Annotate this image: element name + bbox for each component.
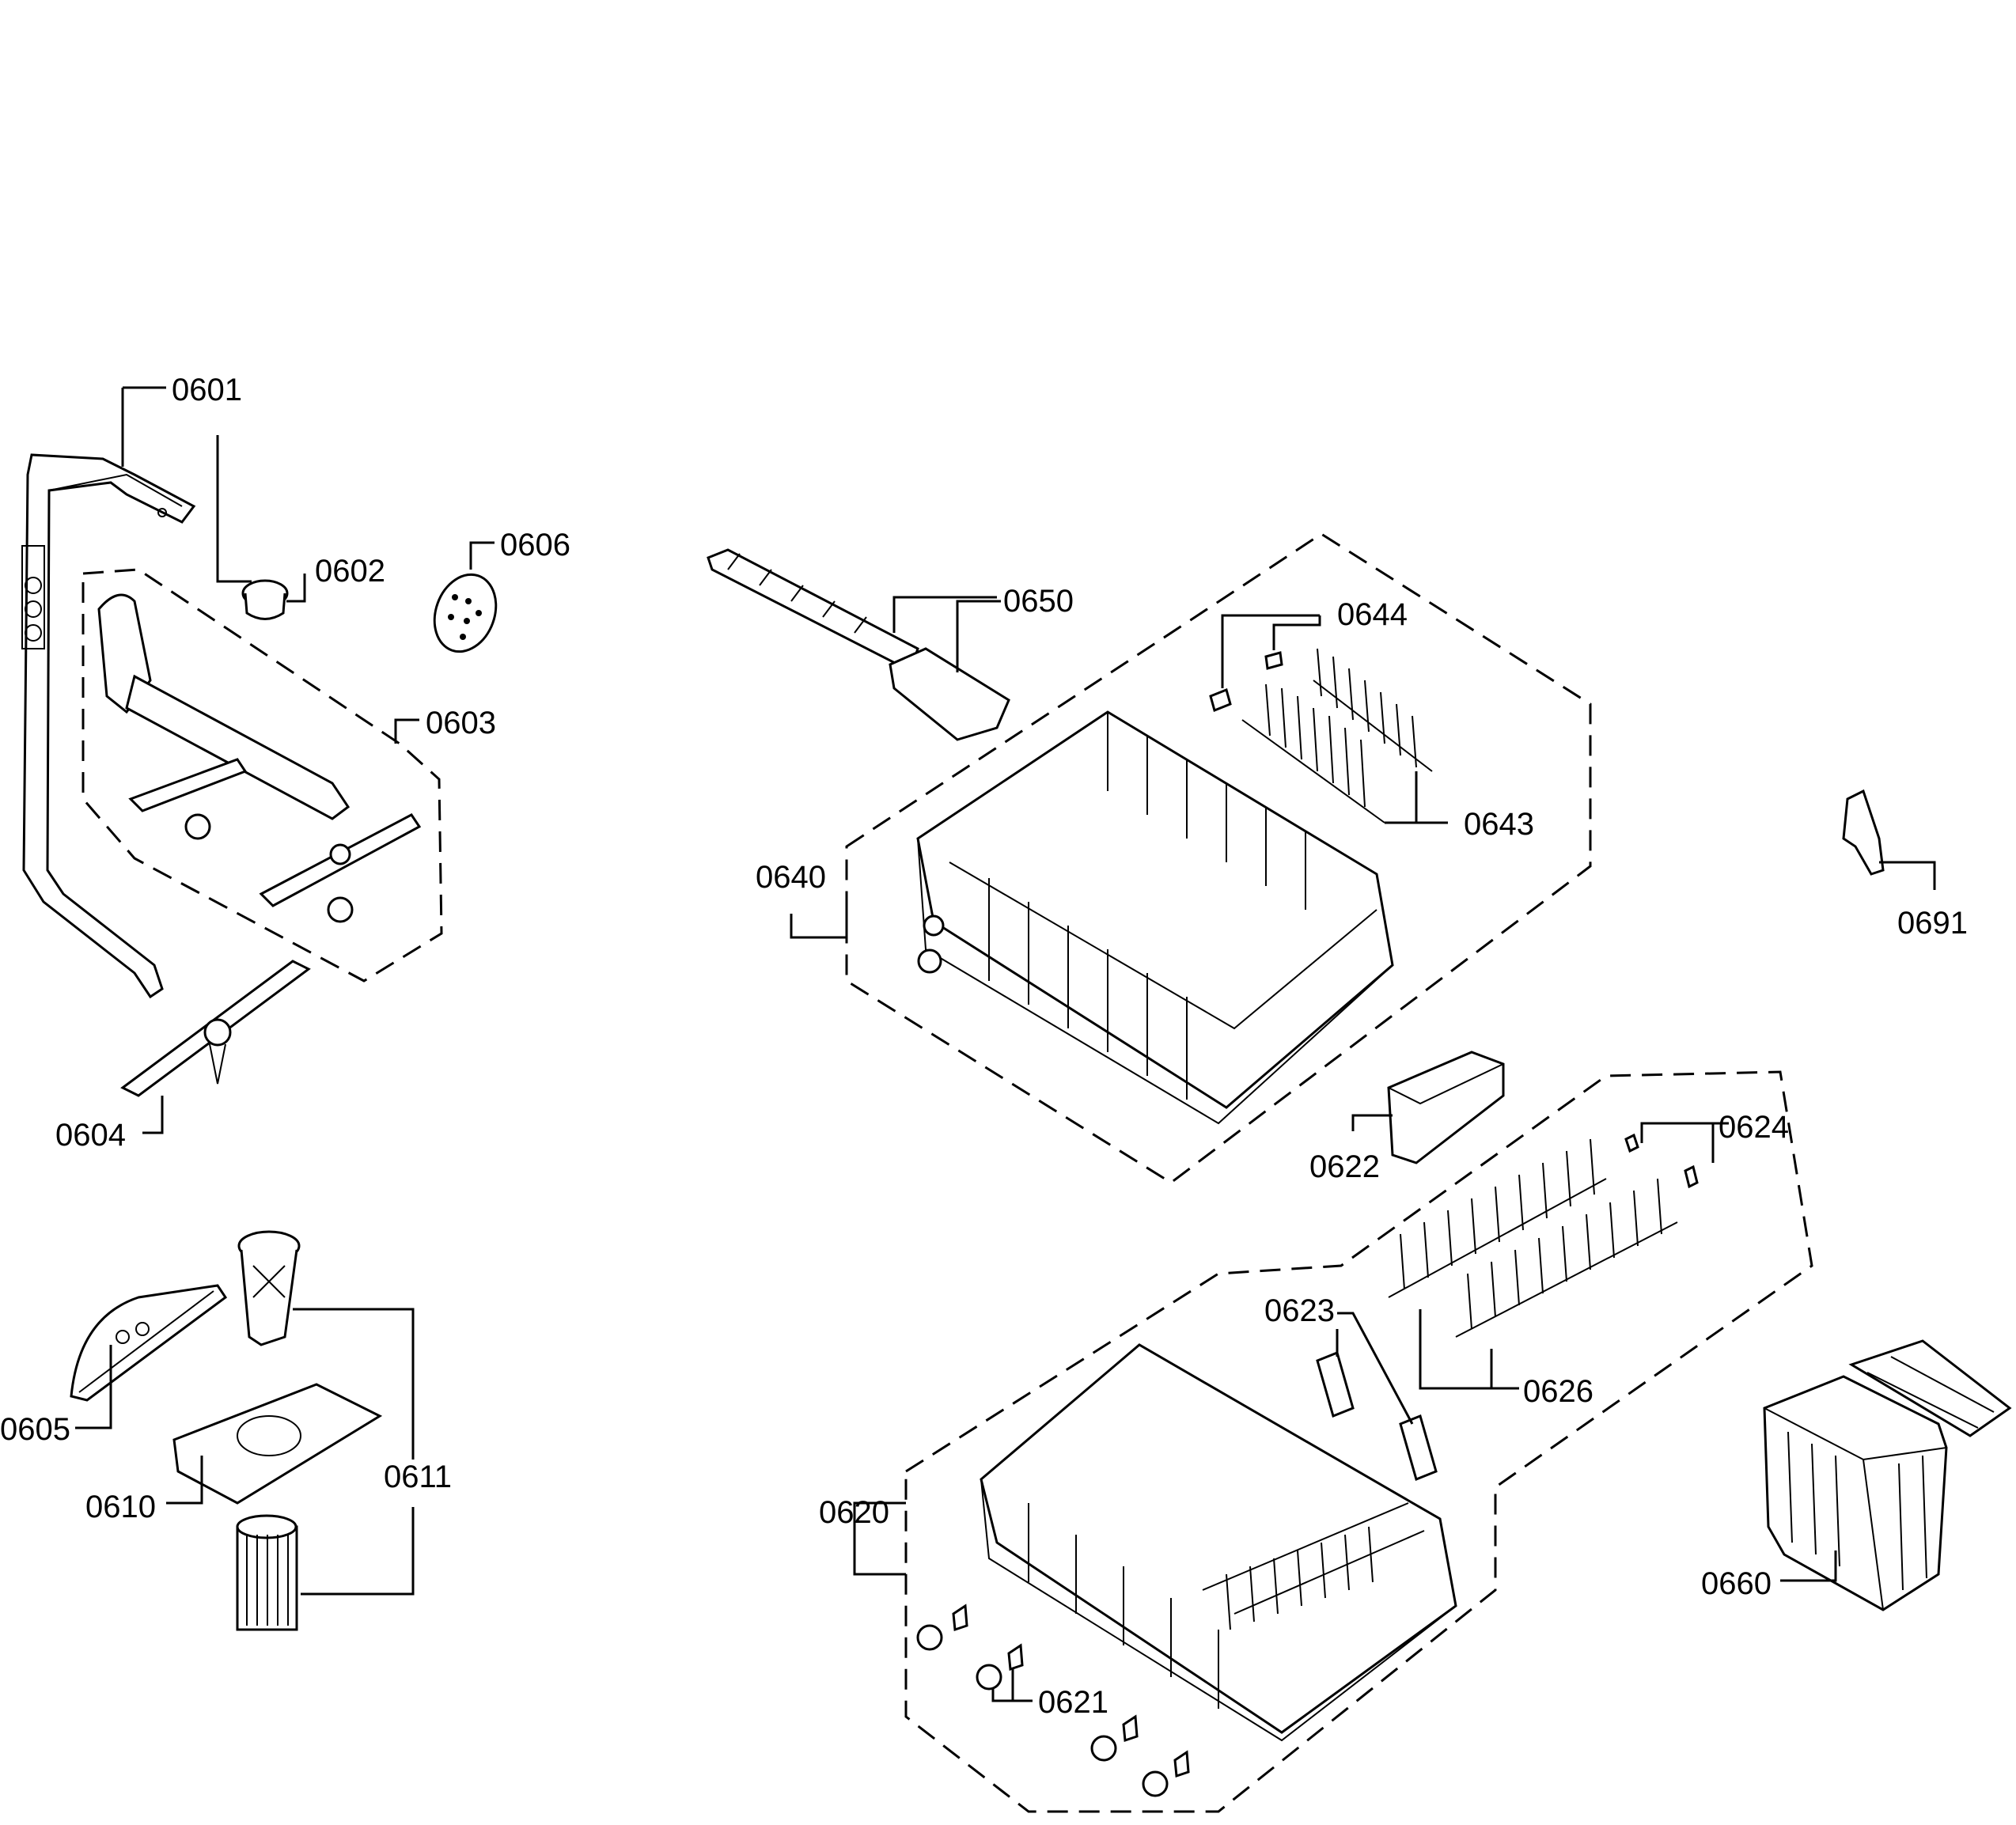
- callout-0623: 0623: [1264, 1293, 1335, 1328]
- leader-0604: [142, 1096, 164, 1134]
- fan-cover-part: [70, 1284, 228, 1402]
- callout-0691: 0691: [1897, 906, 1968, 941]
- leader-0660: [1780, 1550, 1837, 1582]
- callout-0601: 0601: [172, 373, 242, 407]
- callout-0610: 0610: [85, 1490, 156, 1524]
- leader-0650a: [892, 596, 997, 633]
- leader-0644b: [1272, 615, 1321, 650]
- leader-0622: [1351, 1114, 1393, 1131]
- callout-0626: 0626: [1523, 1374, 1593, 1409]
- callout-0604: 0604: [55, 1118, 126, 1153]
- callout-0605: 0605: [0, 1412, 70, 1447]
- callout-0644: 0644: [1337, 597, 1408, 632]
- callout-0643: 0643: [1464, 807, 1534, 842]
- microfilter-part: [236, 1514, 298, 1631]
- lower-spray-arm-part: [120, 960, 311, 1097]
- leader-0621a: [991, 1689, 1033, 1702]
- detergent-tray-part: [1387, 1051, 1505, 1164]
- upper-rack-part: [916, 710, 1394, 1125]
- lower-rack-part: [980, 1343, 1457, 1742]
- upper-rack-group-box: [845, 532, 1592, 1184]
- leader-0602a: [216, 435, 252, 583]
- nut-part: [241, 579, 289, 620]
- callout-0603: 0603: [426, 706, 496, 740]
- callout-0650: 0650: [1003, 584, 1074, 619]
- leader-0640: [790, 902, 848, 939]
- filter-disc-part: [433, 573, 498, 653]
- cup-shelf-part: [707, 548, 1010, 741]
- cutlery-basket-part: [1763, 1339, 2012, 1611]
- lower-rack-group-box: [904, 1070, 1813, 1813]
- rack-wheel-part: [916, 1604, 1190, 1797]
- callout-0620: 0620: [819, 1495, 889, 1530]
- callout-0602: 0602: [315, 554, 385, 589]
- leader-0644a: [1221, 614, 1320, 688]
- filter-plate-part: [172, 1383, 383, 1505]
- upper-tine-row-part: [1241, 648, 1433, 824]
- callout-0660: 0660: [1701, 1566, 1772, 1601]
- callout-0624: 0624: [1719, 1110, 1789, 1145]
- leader-0620: [853, 1501, 906, 1576]
- supply-tube-part: [21, 453, 196, 999]
- spray-arm-assembly-part: [97, 593, 422, 923]
- rack-hook-part: [1842, 789, 1885, 876]
- leader-0606: [469, 541, 495, 570]
- leader-0623b: [1337, 1312, 1414, 1425]
- leader-0691: [1879, 861, 1936, 890]
- leader-0611a: [293, 1308, 415, 1460]
- filter-cylinder-part: [237, 1230, 301, 1346]
- rack-clip-part: [1209, 651, 1283, 713]
- leader-0626a: [1419, 1309, 1519, 1390]
- leader-0602b: [286, 574, 306, 603]
- lower-tine-rows-part: [1388, 1133, 1699, 1338]
- leader-0611b: [301, 1507, 415, 1596]
- callout-0621: 0621: [1038, 1685, 1108, 1720]
- leader-0624a: [1640, 1122, 1715, 1163]
- callout-0622: 0622: [1309, 1149, 1380, 1184]
- spray-arm-group-box: [81, 568, 443, 983]
- leader-0603: [394, 718, 419, 744]
- callout-0606: 0606: [500, 528, 570, 562]
- leader-0610: [166, 1456, 203, 1505]
- leader-0643b: [1415, 771, 1448, 824]
- callout-0611: 0611: [384, 1460, 452, 1494]
- callout-0640: 0640: [756, 860, 826, 895]
- leader-0605: [75, 1345, 112, 1429]
- rack-latch-part: [1316, 1350, 1438, 1482]
- leader-0650b: [956, 600, 1001, 672]
